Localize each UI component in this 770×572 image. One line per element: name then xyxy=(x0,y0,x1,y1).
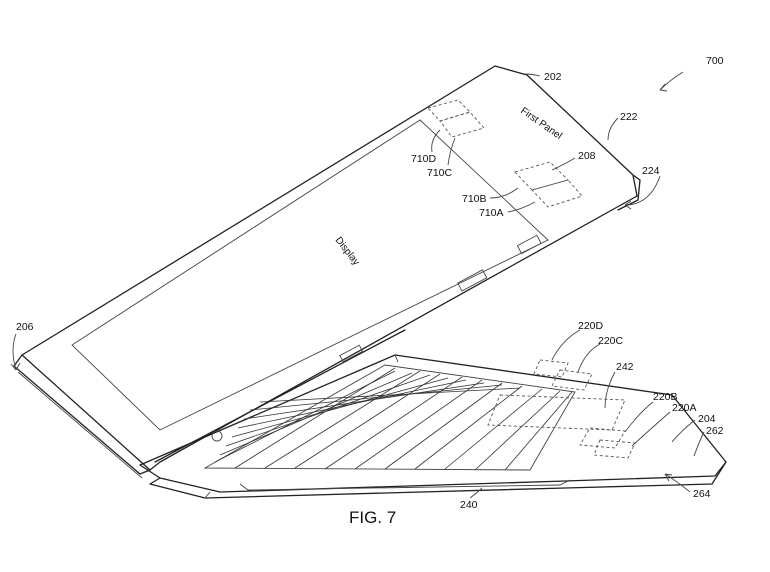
reference-numerals: 700 202 222 224 208 710D 710C 710B 710A … xyxy=(16,55,724,511)
ref-222: 222 xyxy=(620,111,638,123)
ref-264: 264 xyxy=(693,488,711,500)
ref-710d: 710D xyxy=(411,153,437,165)
ref-206: 206 xyxy=(16,321,34,333)
ref-710c: 710C xyxy=(427,167,453,179)
ref-710a: 710A xyxy=(479,207,504,219)
ref-220b: 220B xyxy=(653,391,678,403)
ref-262: 262 xyxy=(706,425,724,437)
ref-710b: 710B xyxy=(462,193,487,205)
ref-240: 240 xyxy=(460,499,478,511)
display-text: Display xyxy=(333,235,362,268)
ref-242: 242 xyxy=(616,361,634,373)
ref-220d: 220D xyxy=(578,320,604,332)
keyboard-base xyxy=(139,354,727,499)
leader-lines xyxy=(10,71,705,499)
ref-700: 700 xyxy=(706,55,724,67)
first-panel-text: First Panel xyxy=(518,105,563,141)
ref-208: 208 xyxy=(578,150,596,162)
ref-204: 204 xyxy=(698,413,716,425)
figure-caption: FIG. 7 xyxy=(349,508,396,527)
ref-224: 224 xyxy=(642,165,660,177)
ref-220c: 220C xyxy=(598,335,624,347)
ref-202: 202 xyxy=(544,71,562,83)
ref-220a: 220A xyxy=(672,402,697,414)
first-panel-tablet xyxy=(13,65,641,479)
